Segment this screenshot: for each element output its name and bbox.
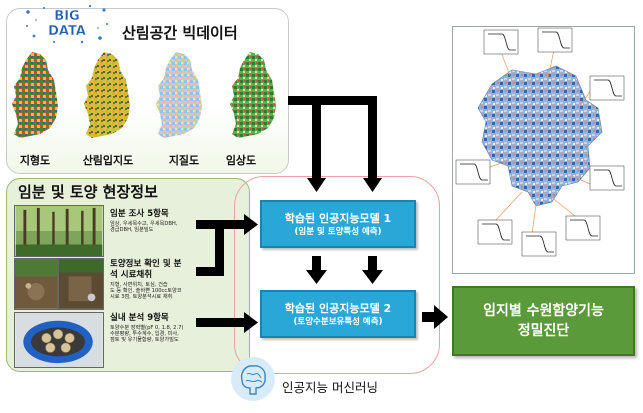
retention-curves	[460, 31, 622, 253]
field-section-1-head: 토양정보 확인 및 분	[110, 259, 182, 269]
field-section-2-head: 실내 분석 9항목	[110, 313, 169, 323]
arrow-bigdata-down-1	[312, 96, 321, 178]
bigdata-logo-text: BIG	[54, 9, 79, 24]
arrow-m1-m2-left-shaft	[312, 256, 321, 272]
arrow-field-vertical	[215, 220, 224, 276]
arrow-to-result-head	[434, 305, 448, 329]
arrow-bigdata-head-2	[363, 178, 382, 192]
result-line-2: 정밀진단	[517, 323, 570, 339]
bigdata-logo: BIG DATA	[26, 4, 108, 44]
model-2-title: 학습된 인공지능모델 2	[284, 301, 392, 315]
watershed-shape	[477, 65, 603, 207]
lab-photo	[14, 312, 104, 368]
result-line-1: 임지별 수원함양기능	[483, 303, 604, 319]
field-title: 임분 및 토양 현장정보	[18, 183, 158, 201]
field-section-2-detail-2: 점토 및 유기물함량, 토양가밀도	[110, 337, 179, 343]
field-section-1-detail-2: 시료 3점, 토양분석시료 채취	[110, 294, 173, 300]
model-box-1: 학습된 인공지능모델 1 (임분 및 토양특성 예측)	[260, 200, 416, 248]
field-section-0-detail-0: 임상, 우세목수고, 우세목DBH,	[110, 221, 178, 227]
ai-region	[234, 176, 440, 374]
arrow-field-mid	[196, 267, 224, 276]
forest-photo	[14, 205, 104, 257]
arrow-bigdata-bar	[288, 96, 376, 105]
watershed-map	[455, 27, 625, 257]
field-section-1-head2: 석 시료채취	[110, 270, 153, 280]
model-2-sub: (토양수분보유특성 예측)	[293, 316, 383, 327]
map-label-3: 임상도	[225, 154, 257, 167]
svg-text:DATA: DATA	[48, 24, 86, 39]
bigdata-title: 산림공간 빅데이터	[122, 24, 238, 42]
arrow-field-head-1	[244, 214, 258, 235]
field-section-1-detail-0: 지형, 사면위치, 토심, 건습	[110, 282, 168, 288]
arrow-m1-m2-right-shaft	[368, 256, 377, 272]
model-box-2: 학습된 인공지능모델 2 (토양수분보유특성 예측)	[260, 290, 416, 338]
map-label-0: 지형도	[19, 154, 51, 167]
arrow-field-bottom	[196, 318, 246, 327]
arrow-to-result-shaft	[422, 312, 436, 322]
arrow-field-to-model1	[215, 220, 246, 229]
map-label-1: 산림입지도	[82, 154, 134, 167]
field-section-0-head: 임분 조사 5항목	[110, 209, 169, 219]
brain-icon	[231, 357, 275, 401]
soil-photo-1	[14, 258, 58, 310]
field-section-2-detail-0: 토양수분 장력별(pF 0, 1.8, 2.7)	[110, 325, 184, 331]
model-1-title: 학습된 인공지능모델 1	[284, 211, 392, 225]
arrow-bigdata-down-2	[368, 96, 377, 178]
model-1-sub: (임분 및 토양특성 예측)	[294, 226, 382, 237]
soil-photo-2	[58, 258, 104, 310]
arrow-bigdata-head-1	[307, 178, 326, 192]
field-section-2-detail-1: 수분평량, 투수계수, 입경, 미사,	[110, 331, 179, 337]
arrow-field-top	[196, 220, 224, 229]
arrow-field-head-2	[244, 312, 258, 333]
ml-caption: 인공지능 머신러닝	[282, 380, 378, 395]
arrow-m1-m2-right-head	[362, 270, 383, 284]
arrow-m1-m2-left-head	[306, 270, 327, 284]
result-box: 임지별 수원함양기능 정밀진단	[452, 286, 635, 356]
map-label-2: 지질도	[168, 154, 200, 167]
field-section-1-detail-1: 도 등 확인, 솔바쁜 100cc토양코	[110, 288, 182, 294]
field-section-0-detail-1: 경급DBH, 임분밀도	[110, 227, 154, 233]
